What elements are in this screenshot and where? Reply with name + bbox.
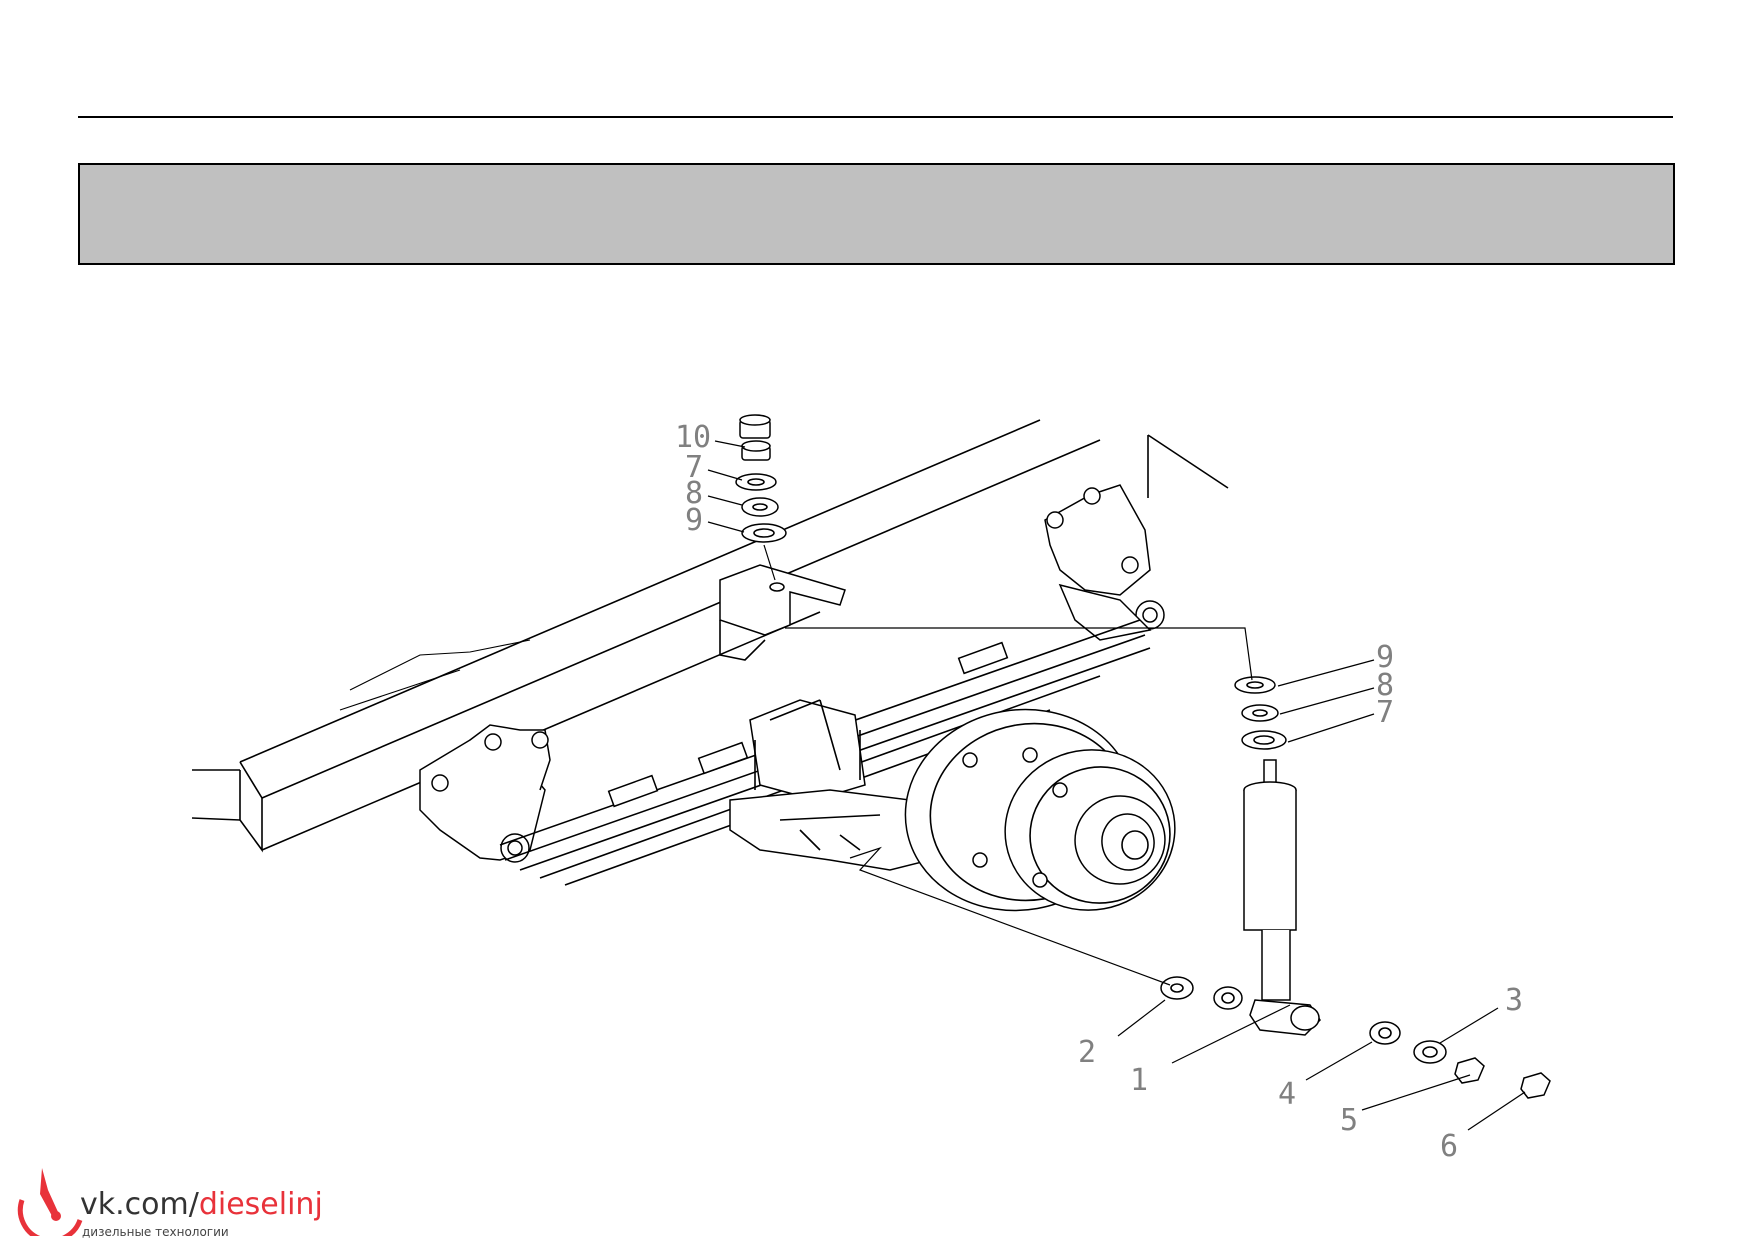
lower-mount-stack	[785, 627, 1287, 750]
callout-6: 6	[1440, 1129, 1458, 1164]
u-bolt-clamp	[749, 699, 866, 801]
callout-4: 4	[1278, 1077, 1296, 1112]
callout-1: 1	[1130, 1063, 1148, 1098]
callout-8-right: 8	[1376, 668, 1394, 703]
shock-upper-bracket	[719, 564, 846, 661]
callout-7-top: 7	[685, 450, 703, 485]
top-rule	[78, 116, 1673, 118]
callout-2: 2	[1078, 1035, 1096, 1070]
watermark-subtitle: дизельные технологии	[82, 1225, 229, 1239]
brake-drum-hub	[904, 708, 1176, 912]
upper-mount-stack	[735, 414, 787, 581]
front-spring-hanger	[419, 724, 551, 863]
frame-rail	[191, 419, 1229, 853]
callout-3: 3	[1505, 983, 1523, 1018]
callout-5: 5	[1340, 1103, 1358, 1138]
shock-absorber	[1243, 759, 1321, 1036]
callout-7-right: 7	[1376, 695, 1394, 730]
dieselinj-logo-icon	[17, 1168, 83, 1236]
axle-housing	[729, 789, 931, 871]
header-band	[78, 163, 1675, 265]
callout-10-top: 10	[675, 420, 711, 455]
watermark-text: vk.com/dieselinj	[80, 1190, 323, 1220]
lower-fasteners	[849, 846, 1551, 1099]
callout-9-top: 9	[685, 503, 703, 538]
watermark-prefix: vk.com/	[80, 1187, 199, 1222]
callout-8-top: 8	[685, 476, 703, 511]
rear-spring-hanger	[1044, 484, 1165, 641]
callout-9-right: 9	[1376, 640, 1394, 675]
callout-leaders	[707, 440, 1526, 1131]
watermark-accent: dieselinj	[198, 1187, 323, 1222]
